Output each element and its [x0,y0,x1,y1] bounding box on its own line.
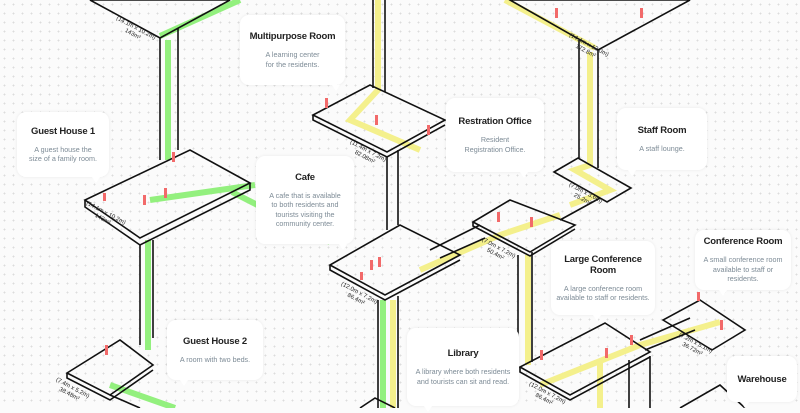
room-description: A staff lounge. [639,143,685,153]
structure-lines [65,0,747,408]
yellow-path [344,0,721,408]
callout-guest-house-2[interactable]: Guest House 2 A room with two beds. [167,320,263,386]
room-title: Multipurpose Room [249,31,336,42]
callout-warehouse[interactable]: Warehouse [727,356,797,408]
room-title: Cafe [295,171,315,183]
room-title: Large Conference Room [564,253,642,276]
people-markers [103,8,723,360]
callout-large-conference-room[interactable]: Large Conference Room A large conference… [551,241,655,321]
room-description: A room with two beds. [179,354,251,364]
callout-staff-room[interactable]: Staff Room A staff lounge. [617,108,707,176]
room-title: Guest House 1 [31,125,95,137]
room-title: Staff Room [637,124,687,136]
room-title: Warehouse [737,373,787,385]
room-title: Library [447,348,479,359]
room-title: Restration Office [458,116,532,127]
room-title: Conference Room [703,236,783,248]
room-title: Guest House 2 [183,335,247,347]
